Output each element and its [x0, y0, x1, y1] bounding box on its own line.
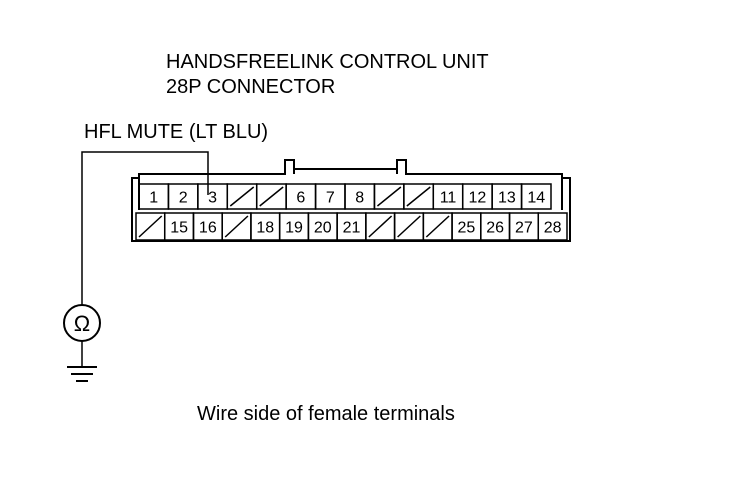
terminal-number: 25: [458, 220, 476, 237]
top-row-cavity-3: 3: [197, 183, 229, 210]
top-row-cavity-5: [255, 183, 287, 210]
empty-cavity-slash: [406, 186, 431, 207]
terminal-number: 16: [199, 220, 217, 237]
terminal-number: 6: [296, 190, 305, 207]
bottom-row-cavity-7: 20: [307, 212, 338, 241]
empty-cavity-slash: [138, 215, 163, 238]
wire-label: HFL MUTE (LT BLU): [84, 121, 269, 143]
top-row-cavity-2: 2: [167, 183, 199, 210]
terminal-number: 3: [208, 190, 217, 207]
bottom-row-cavity-3: 16: [192, 212, 223, 241]
bottom-row-cavity-4: [221, 212, 252, 241]
bottom-row-cavity-5: 18: [250, 212, 281, 241]
terminal-number: 27: [515, 220, 533, 237]
empty-cavity-slash: [425, 215, 450, 238]
terminal-number: 12: [469, 190, 487, 207]
bottom-row-cavity-14: 27: [508, 212, 540, 241]
empty-cavity-slash: [368, 215, 393, 238]
ohm-symbol: Ω: [74, 311, 90, 336]
empty-cavity-slash: [376, 186, 402, 207]
top-row-cavity-6: 6: [285, 183, 317, 210]
bottom-row-cavity-2: 15: [163, 212, 195, 241]
bottom-row-cavity-12: 25: [451, 212, 482, 241]
connector-subtitle: 28P CONNECTOR: [166, 76, 336, 98]
empty-cavity-slash: [397, 215, 421, 238]
ground-icon: [67, 366, 97, 382]
terminal-number: 26: [486, 220, 504, 237]
terminal-number: 8: [355, 190, 364, 207]
terminal-number: 2: [179, 190, 188, 207]
top-row-cavity-1: 1: [138, 183, 170, 210]
terminal-number: 18: [256, 220, 274, 237]
bottom-row-cavity-10: [393, 212, 425, 241]
hfl-mute-wire: [81, 151, 209, 305]
top-row-cavity-9: [373, 183, 405, 210]
top-row-cavity-12: 12: [461, 183, 493, 210]
top-row-cavity-8: 8: [344, 183, 376, 210]
terminal-number: 11: [440, 190, 457, 207]
top-row-cavity-4: [226, 183, 258, 210]
top-row-cavity-14: 14: [520, 183, 552, 210]
bottom-row-cavity-8: 21: [336, 212, 367, 241]
terminal-number: 19: [285, 220, 303, 237]
terminal-number: 28: [544, 220, 562, 237]
top-row-cavity-11: 11: [432, 183, 464, 210]
terminal-number: 7: [326, 190, 335, 207]
terminal-number: 15: [170, 220, 188, 237]
bottom-row-cavity-13: 26: [480, 212, 511, 241]
top-row-cavity-10: [403, 183, 435, 210]
connector-title: HANDSFREELINK CONTROL UNIT: [166, 51, 489, 73]
bottom-row-cavity-9: [365, 212, 396, 241]
bottom-row-cavity-6: 19: [278, 212, 310, 241]
top-row-cavity-7: 7: [314, 183, 346, 210]
terminal-number: 13: [498, 190, 516, 207]
terminal-number: 20: [314, 220, 332, 237]
terminal-number: 1: [149, 190, 158, 207]
connector-bottom-row: 15 16 18 19 20 21 25 26 27 28: [135, 212, 568, 241]
terminal-number: 21: [343, 220, 361, 237]
footer-caption: Wire side of female terminals: [197, 403, 455, 425]
terminal-number: 14: [527, 190, 545, 207]
empty-cavity-slash: [224, 215, 249, 238]
top-row-cavity-13: 13: [491, 183, 523, 210]
empty-cavity-slash: [229, 186, 255, 207]
ohmmeter-icon: Ω: [63, 304, 101, 342]
empty-cavity-slash: [259, 186, 284, 207]
bottom-row-cavity-1: [135, 212, 166, 241]
bottom-row-cavity-11: [422, 212, 453, 241]
bottom-row-cavity-15: 28: [537, 212, 568, 241]
